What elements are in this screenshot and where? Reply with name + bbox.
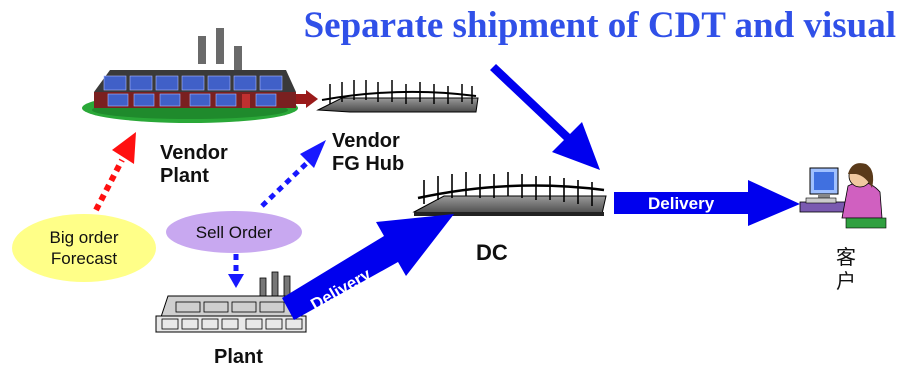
forecast-oval [12,214,156,282]
forecast-to-vendor-plant-arrow [93,132,136,212]
order-to-plant-arrow [228,254,244,288]
dc-warehouse-icon [412,172,607,216]
vendor-fg-hub-label-line1: Vendor [332,130,400,152]
customer-label-line1: 客 [836,247,856,269]
forecast-oval-line1: Big order [49,228,119,247]
customer-person-icon [799,163,887,229]
plant-to-dc-delivery-arrow [282,214,454,320]
diagram-title: Separate shipment of CDT and visual [303,5,896,46]
order-to-fg-hub-arrow [260,140,326,208]
hub-to-dc-delivery-arrow [490,64,600,170]
vendor-fg-hub-label-line2: FG Hub [332,153,405,175]
customer-label-line2: 户 [836,271,856,293]
vendor-to-hub-arrow [296,90,318,108]
sell-order-oval-label: Sell Order [195,223,273,242]
vendor-fg-hub-label: Vendor FG Hub [332,130,404,176]
sell-order-oval [166,211,302,253]
forecast-oval-label: Big order Forecast [14,227,154,269]
vendor-plant-label-line1: Vendor [160,142,228,164]
forecast-oval-line2: Forecast [50,249,118,268]
vendor-plant-icon [82,28,298,123]
vendor-fg-hub-icon [316,80,479,113]
plant-factory-icon [155,271,307,333]
vendor-plant-label: Vendor Plant [160,142,228,188]
dc-to-customer-delivery-arrow [614,180,800,226]
dc-to-customer-delivery-label: Delivery [648,194,715,213]
customer-label: 客 户 [834,246,858,294]
vendor-plant-label-line2: Plant [160,165,209,187]
dc-label: DC [476,240,508,265]
plant-label: Plant [214,346,263,368]
